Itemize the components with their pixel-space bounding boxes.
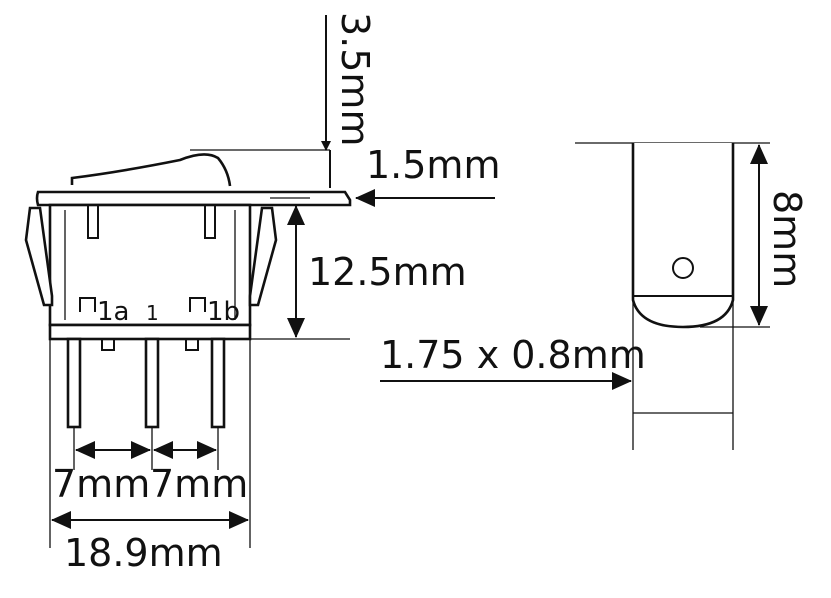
dim-bezel-label: 1.5mm [366,143,500,187]
switch-housing [48,203,252,327]
terminal-icon-1b [189,297,206,312]
terminal-label-1a: 1a [97,297,129,327]
dim-terminal-length: 8mm [750,144,809,326]
dim-body-height: 12.5mm [287,205,467,338]
left-snap-clip [24,206,54,307]
dim-pitch-left-label: 7mm [52,462,150,506]
dim-body-height-label: 12.5mm [308,250,467,294]
terminal-label-1b: 1b [207,297,240,327]
dim-bezel: 1.5mm [355,143,500,207]
terminal-blade [631,143,735,329]
dim-total-width-label: 18.9mm [64,531,223,575]
terminal-pin-1 [144,337,160,429]
dim-pitch-right-label: 7mm [150,462,248,506]
right-snap-clip [248,206,278,307]
switch-bezel [35,190,352,207]
dim-terminal-length-label: 8mm [765,190,809,288]
terminal-pin-1b [210,337,226,429]
dim-actuator-travel-label: 3.5mm [333,12,377,146]
terminal-label-1: 1 [146,301,159,325]
terminal-icon-1a [79,297,96,312]
terminal-pin-1a [66,337,82,429]
switch-body-group: 1a 1 1b [24,153,352,429]
dim-total-width: 18.9mm [51,511,249,575]
dim-terminal-size: 1.75 x 0.8mm [380,333,646,390]
switch-base [48,323,252,341]
switch-extension-lines [49,149,350,548]
dim-pitch-left: 7mm [52,441,151,506]
dim-pitch-right: 7mm [150,441,248,506]
dim-terminal-size-label: 1.75 x 0.8mm [380,333,646,377]
dim-actuator-travel: 3.5mm [321,12,377,188]
terminal-detail-group [575,142,770,450]
rocker-actuator [70,153,232,187]
terminal-hole [672,257,694,279]
